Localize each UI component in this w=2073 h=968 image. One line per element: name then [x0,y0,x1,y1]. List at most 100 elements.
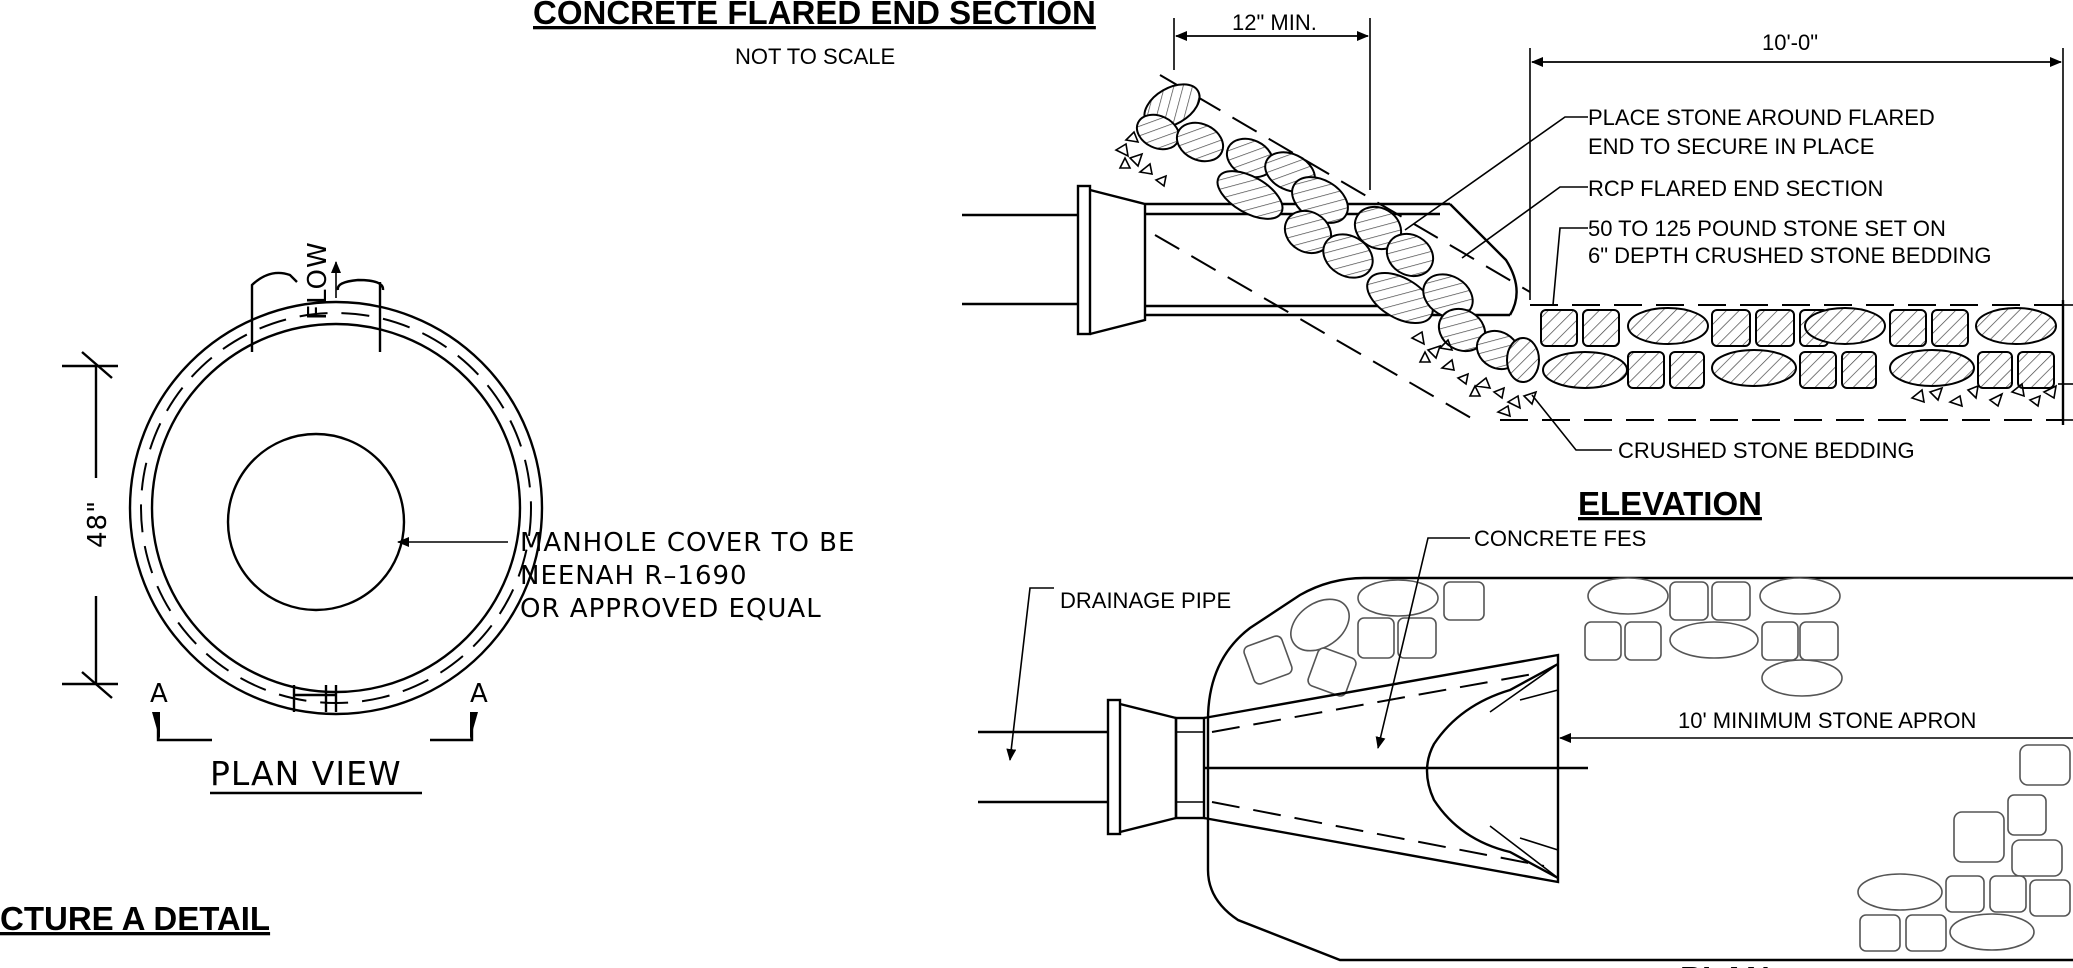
stone [1506,337,1540,383]
stone [1711,581,1751,621]
stone [1799,621,1839,661]
stone [2029,879,2071,917]
stone [1711,349,1797,387]
stone [1761,621,1799,661]
stone [1357,617,1395,659]
pipe-label-leader [1006,587,1054,761]
outlet-pipe [292,685,338,712]
stone [1711,309,1751,347]
note-stone-size-line-1: 50 TO 125 POUND STONE SET ON [1588,216,1946,241]
note-bedding-leader [1531,394,1612,451]
structure-detail-title: CTURE A DETAIL [0,900,270,937]
note-bedding: CRUSHED STONE BEDDING [1618,438,1915,463]
manhole-dashed-ring [140,312,532,704]
manhole-cover [226,432,406,612]
stone [1627,307,1709,345]
manhole-inner-ring [150,322,522,694]
stone [1931,309,1969,347]
dim-min-label: 12" MIN. [1232,10,1317,35]
plan-pipe-collar [1106,698,1122,836]
stone [1759,577,1841,615]
stone [1397,617,1437,659]
plan-fes-throat [1119,702,1178,834]
stone [1385,232,1435,278]
diameter-dim-tick-top [81,351,113,379]
stone [1357,579,1439,617]
cover-note-line-2: NEENAH R–1690 [520,561,748,591]
flow-label: FLOW [303,241,333,320]
note-rcp-leader [1461,186,1588,259]
note-stone-around-leader [1404,116,1588,231]
stone [1175,121,1225,163]
fes-flared-end [1449,203,1518,316]
pipe-collar [1076,184,1092,336]
elevation-title: ELEVATION [1578,485,1762,522]
stone [1216,170,1284,220]
elevation-view: 12" MIN. 10'-0" PLACE STONE AROUND FLARE… [962,10,2073,522]
stone [1975,307,2057,345]
stone [1799,351,1837,389]
stone [1905,914,1947,952]
stone [1859,914,1901,952]
apron-outline [1206,576,2073,962]
stone [1307,647,1357,697]
slope-stones [1135,83,1540,383]
stone [1755,309,1795,347]
plan-fes-dash-top [1211,671,1545,733]
stone [1290,598,1350,652]
stone [1889,349,1975,387]
fes-section-header: CONCRETE FLARED END SECTION NOT TO SCALE [533,0,1096,69]
section-mark-right: A [470,679,489,709]
section-marker-right-arrow-icon [470,712,478,740]
manhole-outer-ring [128,300,544,716]
slope-dashed-upper [1154,234,1479,423]
stone [2011,839,2063,877]
stone [1422,273,1474,319]
fes-label: CONCRETE FES [1474,526,1646,551]
fes-section-title: CONCRETE FLARED END SECTION [533,0,1096,31]
section-marker-left [156,712,212,742]
plan-fes-mouth-lines [1489,663,1559,879]
apron-plan-stones [1243,577,2071,952]
stone [1945,875,1985,913]
cover-note-line-3: OR APPROVED EQUAL [520,594,822,624]
section-marker-right [430,712,474,742]
plan-view-title: PLAN VIEW [210,754,402,793]
stone [1322,233,1374,279]
stone [2007,794,2047,836]
stone [2019,744,2071,786]
pipe-label: DRAINAGE PIPE [1060,588,1231,613]
stone [1949,913,2035,951]
stone [1804,307,1886,345]
stone [1582,309,1620,347]
plan-title: PLAN [1680,960,1770,968]
dim-length-label: 10'-0" [1762,30,1818,55]
stone [1627,351,1665,389]
fes-label-leader [1375,537,1470,749]
bedding-chips [1910,382,2058,408]
stone [1977,351,2013,389]
stone [1243,635,1293,685]
apron-stones [1540,307,2057,389]
slope-dashed-lower [1159,74,1531,293]
stone [1953,811,2005,863]
plan-view-manhole: FLOW 48" A A MANHOLE COVER TO BE NEENAH … [62,241,854,795]
stone [1989,875,2027,913]
plan-fes-mouth [1425,662,1559,880]
plan-fes-dash-bottom [1211,801,1545,867]
stone [1540,309,1578,347]
note-stone-size-line-2: 6" DEPTH CRUSHED STONE BEDDING [1588,243,1991,268]
plan-fes-joint [1174,716,1206,820]
diameter-dim-tick-bot [81,671,113,699]
stone [1624,621,1662,661]
stone [1857,873,1943,911]
stone [1841,351,1877,389]
note-stone-around-line-2: END TO SECURE IN PLACE [1588,134,1874,159]
stone [1366,272,1434,324]
fes-section-subtitle: NOT TO SCALE [735,44,895,69]
stone [1669,621,1759,659]
stone [1584,621,1622,661]
stone [1669,351,1705,389]
bedding-chips [1114,130,1168,188]
